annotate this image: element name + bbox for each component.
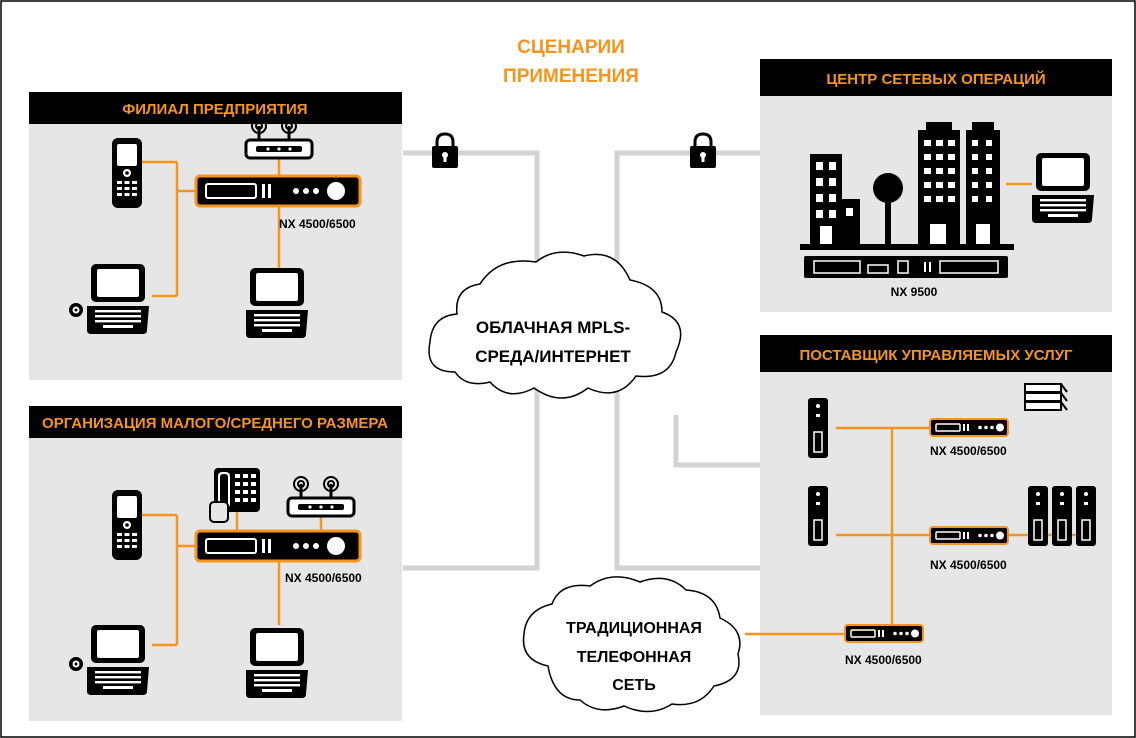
controller-icon xyxy=(844,624,924,643)
msp-device1-label: NX 4500/6500 xyxy=(930,444,1007,458)
laptop-icon xyxy=(87,264,149,334)
server-icon xyxy=(807,485,829,547)
desk-phone-icon xyxy=(209,468,260,523)
branch-header xyxy=(29,92,402,124)
mobile-phone-icon xyxy=(112,138,142,208)
branch-title: ФИЛИАЛ ПРЕДПРИЯТИЯ xyxy=(122,101,307,118)
controller-icon xyxy=(929,418,1009,437)
server-icon xyxy=(807,397,829,459)
msp-links xyxy=(745,426,1090,636)
diagram-title-line2: ПРИМЕНЕНИЯ xyxy=(503,66,639,87)
noc-header xyxy=(760,59,1112,96)
msp-device3-label: NX 4500/6500 xyxy=(845,653,922,667)
city-skyline-icon xyxy=(800,122,1014,250)
nx9500-controller-icon xyxy=(804,256,1008,278)
branch-device-label: NX 4500/6500 xyxy=(279,217,356,231)
smb-panel xyxy=(29,406,402,721)
smb-device-label: NX 4500/6500 xyxy=(285,571,362,585)
mpls-cloud-line1: ОБЛАЧНАЯ MPLS- xyxy=(476,318,630,337)
noc-title: ЦЕНТР СЕТЕВЫХ ОПЕРАЦИЙ xyxy=(826,70,1045,88)
msp-title: ПОСТАВЩИК УПРАВЛЯЕМЫХ УСЛУГ xyxy=(799,347,1073,364)
mpls-cloud: ОБЛАЧНАЯ MPLS- СРЕДА/ИНТЕРНЕТ xyxy=(428,251,682,399)
laptop-icon xyxy=(246,268,308,338)
laptop-icon xyxy=(1032,153,1094,223)
controller-icon xyxy=(194,529,362,563)
server-stack-icon xyxy=(1024,383,1068,411)
signal-icon xyxy=(69,303,83,317)
diagram-title-line1: СЦЕНАРИИ xyxy=(517,37,625,58)
controller-icon xyxy=(929,526,1009,545)
smb-title: ОРГАНИЗАЦИЯ МАЛОГО/СРЕДНЕГО РАЗМЕРА xyxy=(42,415,388,432)
smb-links xyxy=(142,510,323,647)
branch-panel xyxy=(29,92,402,380)
msp-header xyxy=(760,335,1112,372)
pstn-cloud: ТРАДИЦИОННАЯ ТЕЛЕФОННАЯ СЕТЬ xyxy=(522,576,741,713)
pstn-cloud-line3: СЕТЬ xyxy=(612,677,656,694)
mpls-cloud-line2: СРЕДА/ИНТЕРНЕТ xyxy=(475,347,631,366)
signal-icon xyxy=(69,657,83,671)
controller-icon xyxy=(194,174,362,208)
pstn-cloud-line2: ТЕЛЕФОННАЯ xyxy=(577,649,692,666)
laptop-icon xyxy=(87,625,149,695)
noc-device-label: NX 9500 xyxy=(891,285,938,299)
server-rack-icon xyxy=(1027,485,1097,547)
mobile-phone-icon xyxy=(112,490,142,560)
laptop-icon xyxy=(246,628,308,698)
msp-device2-label: NX 4500/6500 xyxy=(930,558,1007,572)
smb-header xyxy=(29,406,402,438)
pstn-cloud-line1: ТРАДИЦИОННАЯ xyxy=(566,620,702,637)
branch-links xyxy=(142,158,281,298)
